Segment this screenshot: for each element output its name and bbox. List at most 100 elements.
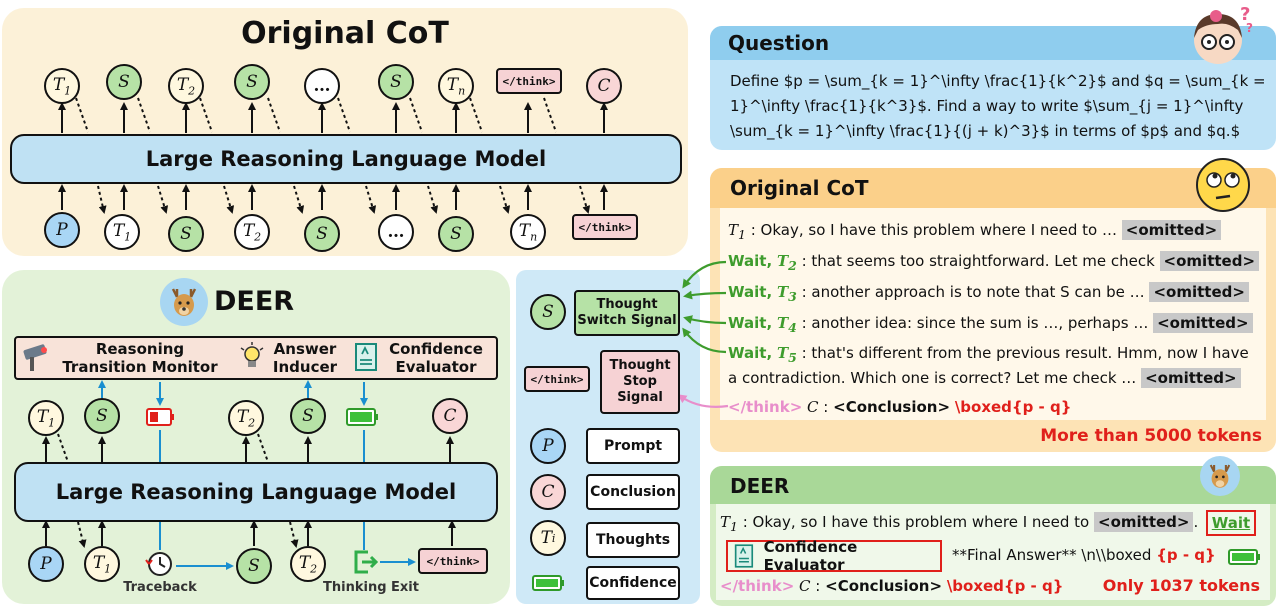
orig-bottom-token-s1-label: S [180, 224, 192, 244]
module-inducer-label: Answer Inducer [272, 340, 338, 376]
deer-final-red: {p - q} [1156, 546, 1216, 564]
orig-bottom-token-s2-label: S [316, 224, 328, 244]
orig-bottom-token-s1: S [168, 216, 204, 252]
svg-text:?: ? [1246, 21, 1253, 35]
deer-t1-symbol: T1 [720, 513, 738, 534]
cot-line-t2: Wait, T2 : that seems too straightforwar… [728, 251, 1260, 276]
cot-t1-omitted: <omitted> [1121, 220, 1222, 240]
deer-evaluator-doc-icon [734, 544, 754, 568]
cot-line-t3: Wait, T3 : another approach is to note t… [728, 282, 1249, 307]
deer-top-token-t1-label: T1 [36, 406, 56, 430]
deer-logo-icon [160, 278, 208, 326]
cot-t1-symbol: T1 [728, 221, 746, 242]
orig-top-token-t2: T2 [168, 68, 204, 104]
legend-think-tag: </think> [524, 366, 590, 392]
deer-top-token-t2: T2 [228, 400, 264, 436]
cot-boxed: \boxed{p - q} [954, 398, 1072, 416]
orig-top-token-ellipsis: … [304, 68, 340, 104]
orig-model-box: Large Reasoning Language Model [10, 134, 682, 184]
deer-top-token-t2-label: T2 [236, 406, 256, 430]
module-evaluator-label: Confidence Evaluator [389, 340, 483, 376]
cot-t3-symbol: T3 [776, 283, 797, 304]
deer-bottom-token-p: P [28, 546, 64, 582]
cot-c-symbol: C [807, 398, 819, 416]
orig-top-arrows [58, 102, 608, 133]
deer-model-box: Large Reasoning Language Model [14, 462, 498, 522]
orig-top-token-tn: Tn [438, 68, 474, 104]
camera-icon [22, 341, 52, 373]
deer-bottom-token-t1-label: T1 [92, 552, 112, 576]
question-title: Question [728, 31, 830, 55]
orig-top-token-s2: S [234, 64, 270, 100]
legend-thoughts: Thoughts [586, 522, 680, 558]
deer-boxed: \boxed{p - q} [946, 577, 1064, 595]
deer-top-token-c: C [432, 398, 468, 434]
question-line-2: 1}^\infty \frac{1}{k^3}$. Find a way to … [730, 97, 1244, 115]
deer-example-header [710, 466, 1276, 504]
orig-bottom-token-tn-label: Tn [518, 220, 538, 244]
cot-t2-wait: Wait, [728, 252, 773, 270]
deer-top-token-s2: S [290, 398, 326, 434]
orig-top-token-ellipsis-label: … [313, 76, 331, 96]
deer-evaluator-label: Confidence Evaluator [763, 538, 858, 574]
orig-bottom-token-s2: S [304, 216, 340, 252]
deer-final-text: **Final Answer** \n\\boxed [952, 546, 1157, 564]
exit-icon [352, 548, 380, 576]
orig-bottom-token-s3-label: S [450, 224, 462, 244]
legend-c-node-label: C [541, 482, 555, 502]
deer-think-tag: </think> [720, 577, 795, 595]
orig-top-token-s3-label: S [390, 72, 402, 92]
cot-t5a-text: : that's different from the previous res… [796, 344, 1249, 362]
deer-bottom-token-t1: T1 [84, 546, 120, 582]
cot-t3-omitted: <omitted> [1149, 282, 1249, 302]
deer-line-conclusion: </think> C : <Conclusion> \boxed{p - q} [720, 577, 1064, 595]
cot-line-conclusion: </think> C : <Conclusion> \boxed{p - q} [728, 398, 1072, 416]
orig-bottom-token-tn: Tn [510, 214, 546, 250]
eye-roll-emoji-icon [1194, 156, 1252, 214]
orig-top-think-tag: </think> [496, 68, 562, 94]
cot-conclusion: <Conclusion> [833, 398, 951, 416]
cot-token-count: More than 5000 tokens [1040, 426, 1262, 446]
cot-t5b-text: a contradiction. Which one is correct? L… [728, 369, 1142, 387]
deer-top-token-s1-label: S [96, 406, 108, 426]
legend-think-tag-label: </think> [530, 372, 584, 386]
deer-final-battery-icon [1228, 548, 1262, 566]
deer-top-token-s2-label: S [302, 406, 314, 426]
question-line-1: Define $p = \sum_{k = 1}^\infty \frac{1}… [730, 72, 1266, 90]
orig-bottom-token-t2-label: T2 [242, 220, 262, 244]
cot-t3-text: : another approach is to note that S can… [796, 283, 1150, 301]
cot-t2-text: : that seems too straightforward. Let me… [796, 252, 1160, 270]
cot-t5-symbol: T5 [776, 344, 797, 365]
deer-top-token-c-label: C [443, 406, 457, 426]
legend-battery-icon [532, 574, 566, 592]
deer-title: DEER [214, 286, 295, 317]
svg-text:?: ? [1240, 4, 1250, 25]
cot-t2-symbol: T2 [776, 252, 797, 273]
deer-bottom-token-t2-label: T2 [298, 552, 318, 576]
legend-s-node-label: S [542, 302, 554, 322]
question-line-3: \sum_{k = 1}^\infty \frac{1}{(j + k)^3}$… [730, 122, 1241, 140]
legend-confidence: Confidence [586, 566, 680, 600]
orig-bottom-think-tag: </think> [572, 214, 638, 240]
deer-c-symbol: C [799, 577, 811, 595]
orig-top-token-s1-label: S [118, 72, 130, 92]
deer-evaluator-box: Confidence Evaluator [726, 538, 942, 574]
legend-p-node-label: P [542, 436, 554, 456]
cot-line-t5a: Wait, T5 : that's different from the pre… [728, 343, 1249, 368]
legend-prompt: Prompt [586, 428, 680, 464]
deer-wait-box: Wait [1206, 510, 1256, 536]
legend-c-node: C [530, 474, 566, 510]
lightbulb-icon [238, 342, 266, 372]
cot-line-t4: Wait, T4 : another idea: since the sum i… [728, 313, 1253, 338]
deer-bottom-token-t2: T2 [290, 546, 326, 582]
module-monitor-label: Reasoning Transition Monitor [62, 340, 218, 376]
deer-bottom-think-tag-label: </think> [426, 554, 480, 568]
thinking-exit-label: Thinking Exit [323, 580, 419, 595]
orig-top-token-c: C [586, 68, 622, 104]
cot-t5-wait: Wait, [728, 344, 773, 362]
deer-t1-text: : Okay, so I have this problem where I n… [737, 513, 1094, 531]
orig-top-token-t2-label: T2 [176, 74, 196, 98]
orig-top-token-s1: S [106, 64, 142, 100]
deer-bottom-token-s-label: S [248, 556, 260, 576]
